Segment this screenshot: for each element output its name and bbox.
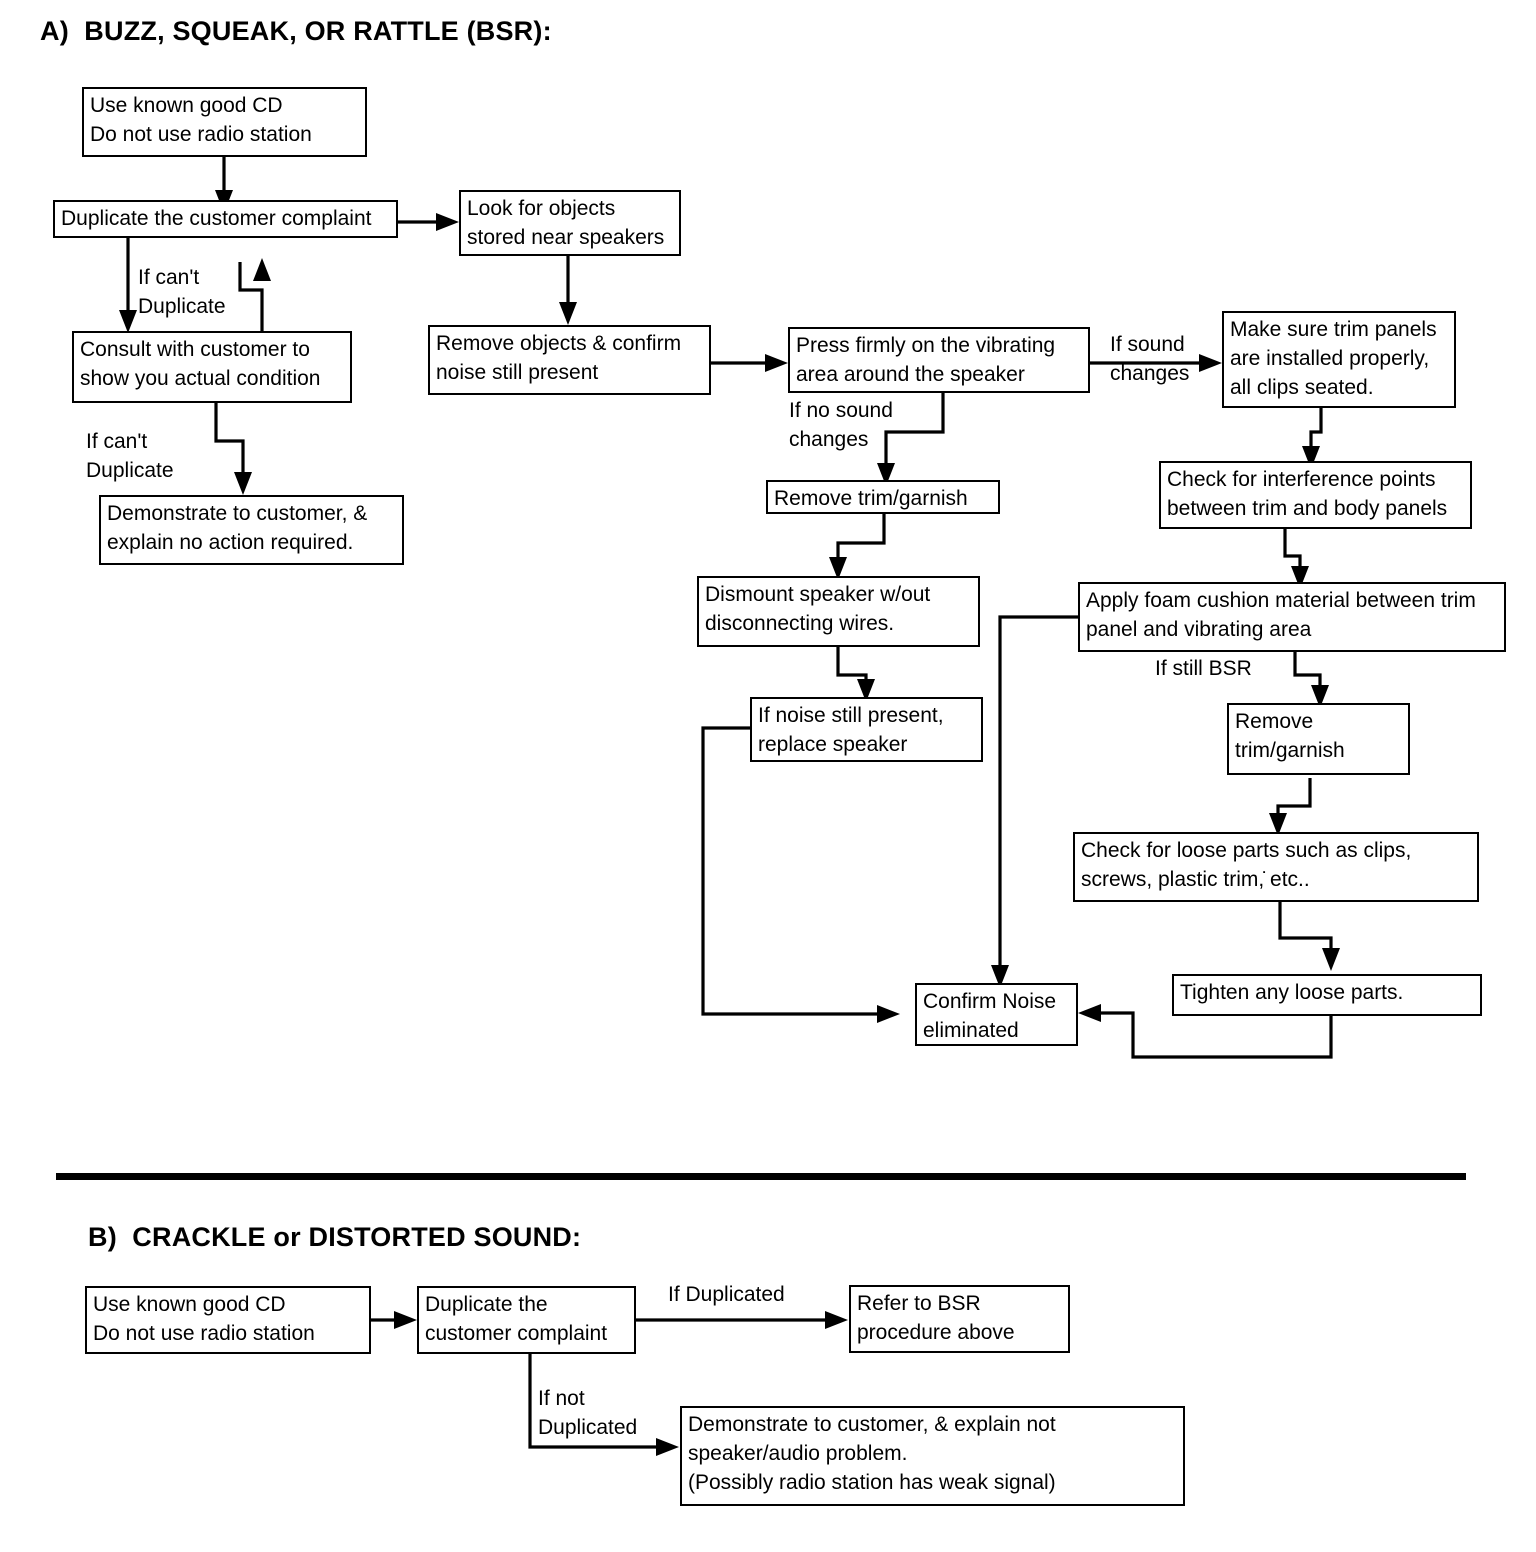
edge-label-if-cant-duplicate-2: If can't Duplicate: [86, 430, 174, 482]
node-confirm-noise-eliminated[interactable]: Confirm Noise eliminated: [915, 983, 1078, 1046]
node-b-use-known-good-cd[interactable]: Use known good CD Do not use radio stati…: [85, 1286, 371, 1354]
edge-label-if-no-sound-changes: If no sound changes: [789, 399, 893, 451]
node-remove-trim-garnish-1[interactable]: Remove trim/garnish: [766, 480, 1000, 514]
node-dismount-speaker[interactable]: Dismount speaker w/out disconnecting wir…: [697, 576, 980, 647]
node-consult-with-customer[interactable]: Consult with customer to show you actual…: [72, 331, 352, 403]
node-b-duplicate-complaint[interactable]: Duplicate the customer complaint: [417, 1286, 636, 1354]
edge-label-if-sound-changes: If sound changes: [1110, 333, 1190, 385]
node-look-for-objects[interactable]: Look for objects stored near speakers: [459, 190, 681, 256]
node-use-known-good-cd[interactable]: Use known good CD Do not use radio stati…: [82, 87, 367, 157]
node-if-noise-replace-speaker[interactable]: If noise still present, replace speaker: [750, 697, 983, 762]
node-remove-trim-garnish-2[interactable]: Remove trim/garnish: [1227, 703, 1410, 775]
node-remove-objects-confirm[interactable]: Remove objects & confirm noise still pre…: [428, 325, 711, 395]
node-demonstrate-no-action[interactable]: Demonstrate to customer, & explain no ac…: [99, 495, 404, 565]
edge-label-if-not-duplicated: If not Duplicated: [538, 1387, 638, 1439]
node-tighten-loose-parts[interactable]: Tighten any loose parts.: [1172, 974, 1482, 1016]
section-a-title: A) BUZZ, SQUEAK, OR RATTLE (BSR):: [40, 16, 552, 46]
node-duplicate-complaint[interactable]: Duplicate the customer complaint: [53, 200, 398, 238]
edge-label-if-still-bsr: If still BSR: [1155, 657, 1252, 680]
node-check-loose-parts[interactable]: Check for loose parts such as clips, scr…: [1073, 832, 1479, 902]
node-check-interference-points[interactable]: Check for interference points between tr…: [1159, 461, 1472, 529]
node-make-sure-trim-panels[interactable]: Make sure trim panels are installed prop…: [1222, 311, 1456, 408]
edge-label-if-duplicated: If Duplicated: [668, 1283, 785, 1306]
node-b-demonstrate-not-speaker[interactable]: Demonstrate to customer, & explain not s…: [680, 1406, 1185, 1506]
section-divider: [56, 1173, 1466, 1180]
node-press-firmly[interactable]: Press firmly on the vibrating area aroun…: [788, 327, 1090, 393]
node-b-refer-to-bsr[interactable]: Refer to BSR procedure above: [849, 1285, 1070, 1353]
edge-label-if-cant-duplicate-1: If can't Duplicate: [138, 266, 226, 318]
node-apply-foam-cushion[interactable]: Apply foam cushion material between trim…: [1078, 582, 1506, 652]
section-b-title: B) CRACKLE or DISTORTED SOUND:: [88, 1222, 582, 1252]
